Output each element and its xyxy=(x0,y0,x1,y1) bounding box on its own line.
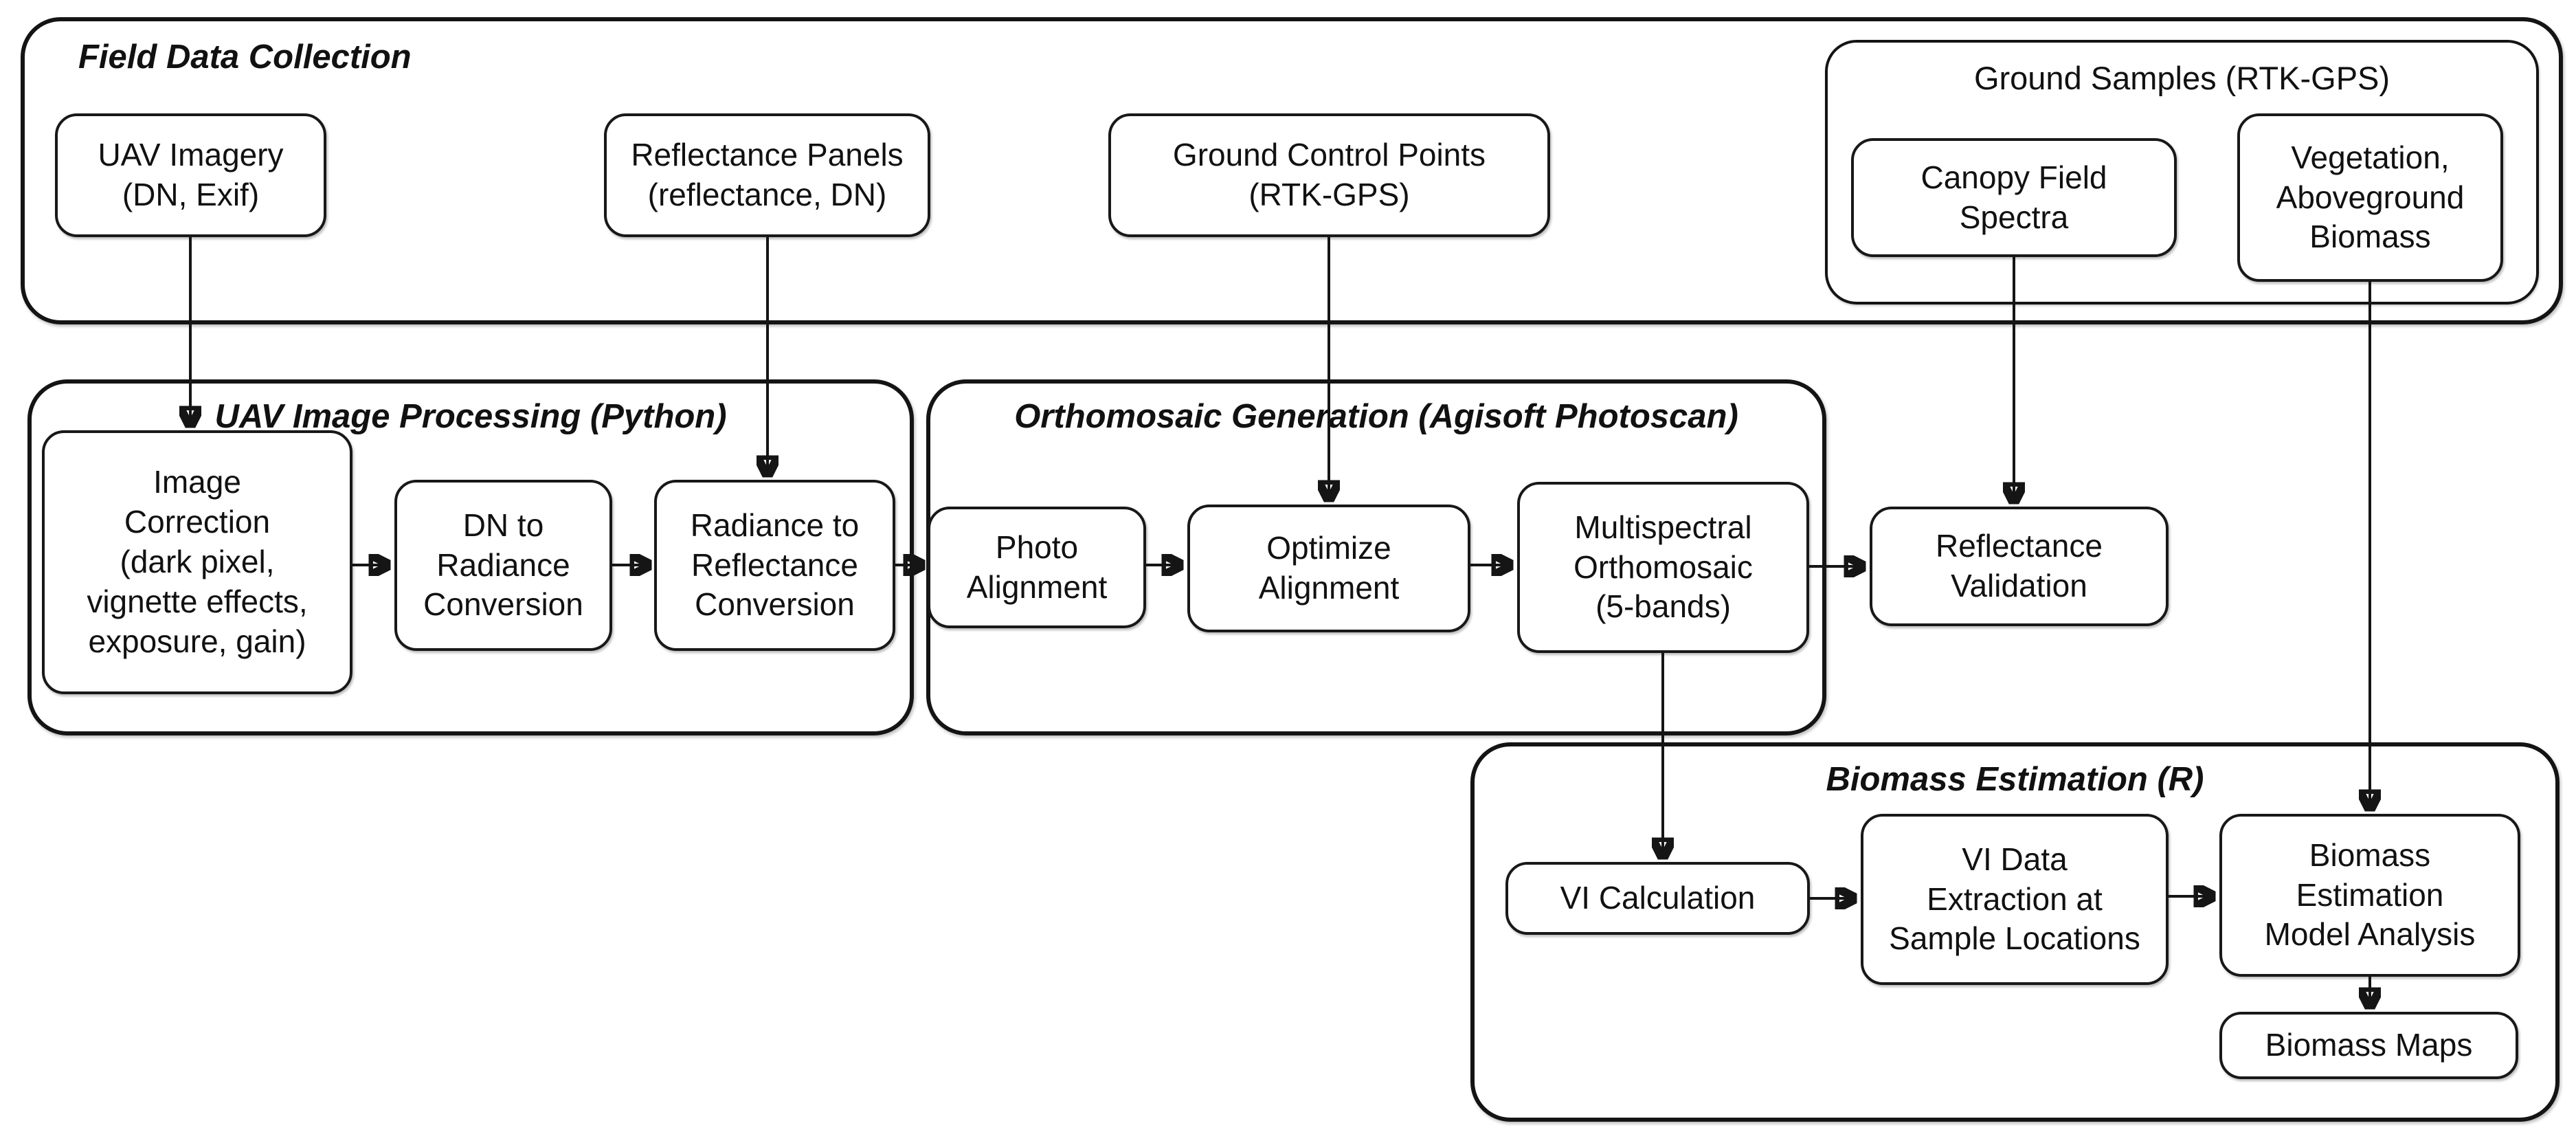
node-biomass-maps-label: Biomass Maps xyxy=(2265,1027,2473,1063)
node-multispectral-orthomosaic: Multispectral Orthomosaic (5-bands) xyxy=(1517,482,1809,653)
container-title-field-data-collection: Field Data Collection xyxy=(78,38,412,76)
node-image-correction-label: Image Correction (dark pixel, vignette e… xyxy=(87,464,308,659)
container-title-uav-image-processing: UAV Image Processing (Python) xyxy=(214,398,727,435)
node-biomass-estimation-model-analysis: Biomass Estimation Model Analysis xyxy=(2219,814,2520,977)
container-title-biomass-estimation: Biomass Estimation (R) xyxy=(1826,761,2204,798)
node-biomass-estimation-model-analysis-label: Biomass Estimation Model Analysis xyxy=(2264,837,2476,953)
container-uav-image-processing: UAV Image Processing (Python) xyxy=(27,379,914,735)
node-dn-to-radiance-conversion-label: DN to Radiance Conversion xyxy=(423,507,583,623)
node-reflectance-panels: Reflectance Panels (reflectance, DN) xyxy=(604,113,930,237)
node-vi-calculation: VI Calculation xyxy=(1505,862,1810,935)
node-optimize-alignment: Optimize Alignment xyxy=(1187,505,1470,632)
node-ground-control-points: Ground Control Points (RTK-GPS) xyxy=(1108,113,1550,237)
container-biomass-estimation: Biomass Estimation (R) xyxy=(1470,742,2560,1122)
node-radiance-to-reflectance-conversion-label: Radiance to Reflectance Conversion xyxy=(690,507,860,623)
container-title-ground-samples: Ground Samples (RTK-GPS) xyxy=(1973,60,2390,96)
container-orthomosaic-generation: Orthomosaic Generation (Agisoft Photosca… xyxy=(926,379,1826,735)
node-reflectance-panels-label: Reflectance Panels (reflectance, DN) xyxy=(631,137,904,212)
node-canopy-field-spectra: Canopy Field Spectra xyxy=(1851,138,2177,257)
node-optimize-alignment-label: Optimize Alignment xyxy=(1258,530,1400,606)
node-vi-data-extraction-label: VI Data Extraction at Sample Locations xyxy=(1889,841,2140,957)
node-reflectance-validation: Reflectance Validation xyxy=(1870,507,2169,626)
node-photo-alignment-label: Photo Alignment xyxy=(966,529,1108,605)
node-vi-data-extraction: VI Data Extraction at Sample Locations xyxy=(1861,814,2169,985)
node-biomass-maps: Biomass Maps xyxy=(2219,1012,2518,1079)
node-photo-alignment: Photo Alignment xyxy=(928,507,1146,628)
node-image-correction: Image Correction (dark pixel, vignette e… xyxy=(42,430,352,694)
node-ground-control-points-label: Ground Control Points (RTK-GPS) xyxy=(1172,137,1486,212)
container-ground-samples: Ground Samples (RTK-GPS) xyxy=(1825,40,2539,304)
node-vegetation-aboveground-biomass-label: Vegetation, Aboveground Biomass xyxy=(2276,139,2465,255)
node-vegetation-aboveground-biomass: Vegetation, Aboveground Biomass xyxy=(2237,113,2503,282)
node-canopy-field-spectra-label: Canopy Field Spectra xyxy=(1920,159,2107,235)
node-multispectral-orthomosaic-label: Multispectral Orthomosaic (5-bands) xyxy=(1573,509,1753,625)
node-radiance-to-reflectance-conversion: Radiance to Reflectance Conversion xyxy=(654,480,895,651)
node-uav-imagery: UAV Imagery (DN, Exif) xyxy=(55,113,326,237)
node-uav-imagery-label: UAV Imagery (DN, Exif) xyxy=(98,137,284,212)
node-vi-calculation-label: VI Calculation xyxy=(1560,880,1756,916)
container-field-data-collection: Field Data Collection xyxy=(21,17,2563,324)
container-title-orthomosaic-generation: Orthomosaic Generation (Agisoft Photosca… xyxy=(1014,398,1738,435)
node-reflectance-validation-label: Reflectance Validation xyxy=(1936,528,2103,603)
node-dn-to-radiance-conversion: DN to Radiance Conversion xyxy=(394,480,612,651)
